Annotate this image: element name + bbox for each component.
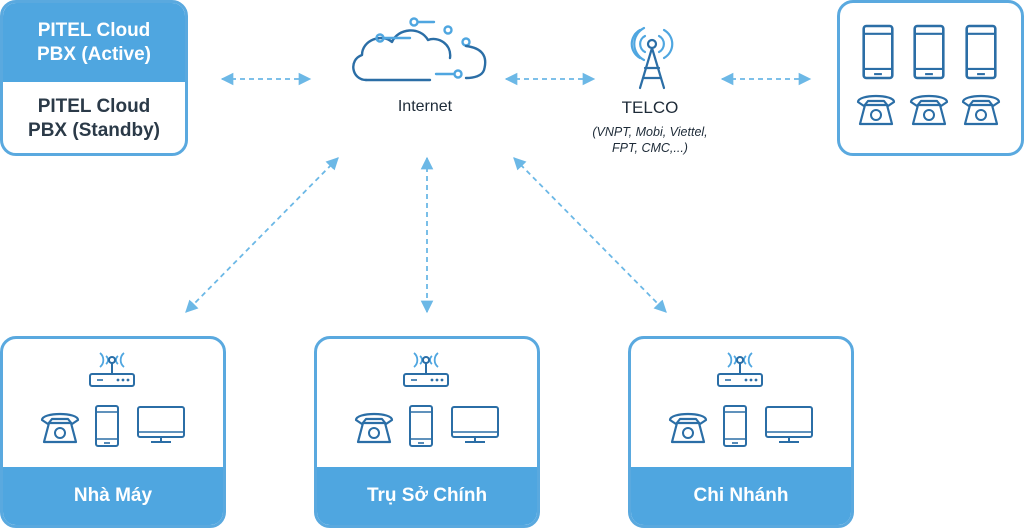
desk-phone-icon — [856, 94, 896, 126]
smartphone-icon — [95, 405, 119, 447]
monitor-icon — [451, 406, 499, 443]
telco-providers: (VNPT, Mobi, Viettel, FPT, CMC,...) — [592, 125, 708, 155]
link-internet-chi-nhanh — [513, 157, 667, 313]
site-box-tru-so-chinh: Trụ Sở Chính — [314, 336, 540, 528]
desk-phone-icon — [40, 412, 80, 444]
site-label-nha-may: Nhà Máy — [3, 467, 223, 525]
site-icons-tru-so-chinh — [354, 352, 499, 447]
site-box-chi-nhanh: Chi Nhánh — [628, 336, 854, 528]
site-icons-chi-nhanh — [668, 352, 813, 447]
pbx-standby-label: PITEL Cloud PBX (Standby) — [28, 96, 160, 141]
internet-label: Internet — [397, 98, 453, 115]
monitor-icon — [765, 406, 813, 443]
desk-phone-icon — [668, 412, 708, 444]
smartphone-icon — [965, 24, 997, 80]
telco-label: TELCO — [621, 98, 679, 117]
smartphone-icon — [723, 405, 747, 447]
pbx-active-label: PITEL Cloud PBX (Active) — [3, 3, 185, 82]
desk-phone-icon — [354, 412, 394, 444]
site-icons-nha-may — [40, 352, 185, 447]
link-internet-nha-may — [185, 157, 339, 313]
monitor-icon — [137, 406, 185, 443]
pbx-box: PITEL Cloud PBX (Active) PITEL Cloud PBX… — [0, 0, 188, 156]
connection-lines — [185, 72, 812, 314]
smartphone-icon — [409, 405, 433, 447]
smartphone-icon — [913, 24, 945, 80]
router-icon — [717, 352, 763, 387]
desk-phone-icon — [909, 94, 949, 126]
site-label-tru-so-chinh: Trụ Sở Chính — [317, 467, 537, 525]
cloud-network-icon — [352, 17, 487, 82]
desk-phone-icon — [961, 94, 1001, 126]
antenna-tower-icon — [630, 26, 674, 90]
devices-box-icons — [856, 24, 1001, 126]
router-icon — [89, 352, 135, 387]
smartphone-icon — [862, 24, 894, 80]
router-icon — [403, 352, 449, 387]
site-label-chi-nhanh: Chi Nhánh — [631, 467, 851, 525]
